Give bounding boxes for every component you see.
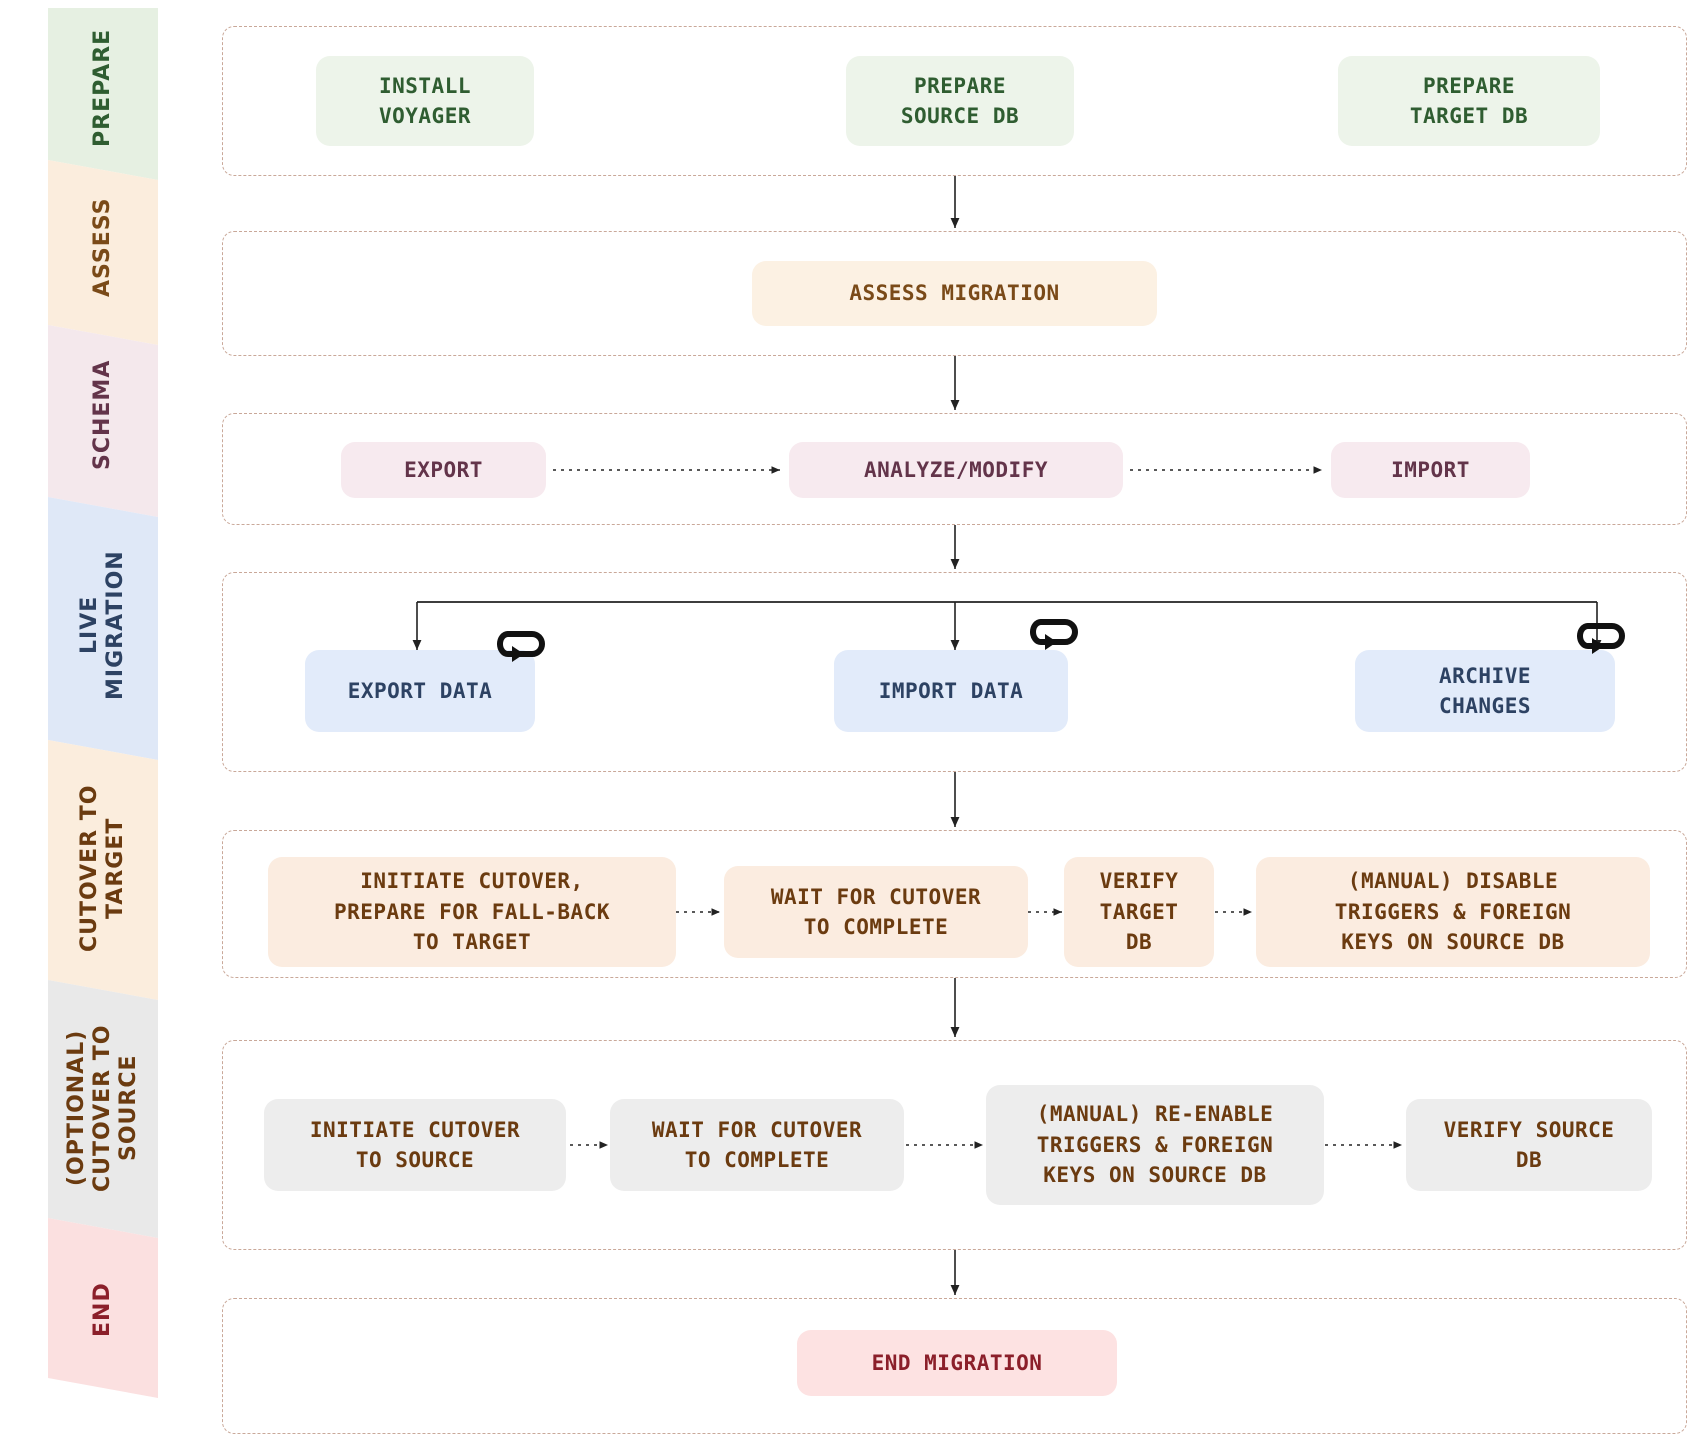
band-label-end: END — [90, 1282, 116, 1338]
band-label-live: LIVE MIGRATION — [77, 550, 128, 700]
node-schema-export[interactable]: EXPORT — [341, 442, 546, 498]
node-import-data[interactable]: IMPORT DATA — [834, 650, 1068, 732]
loop-repeat-icon-archive-changes — [1577, 623, 1625, 654]
band-label-prepare: PREPARE — [90, 28, 116, 148]
band-shape-prepare — [48, 8, 158, 180]
phase-row-assess — [222, 231, 1687, 356]
node-initiate-cutover-to-source[interactable]: INITIATE CUTOVER TO SOURCE — [264, 1099, 566, 1191]
band-shape-schema — [48, 325, 158, 517]
node-disable-triggers[interactable]: (MANUAL) DISABLE TRIGGERS & FOREIGN KEYS… — [1256, 857, 1650, 967]
node-verify-source-db[interactable]: VERIFY SOURCE DB — [1406, 1099, 1652, 1191]
phase-row-live — [222, 572, 1687, 772]
band-shape-assess — [48, 160, 158, 345]
band-label-cutover-source: (OPTIONAL) CUTOVER TO SOURCE — [64, 1024, 141, 1192]
node-assess-migration[interactable]: ASSESS MIGRATION — [752, 261, 1157, 326]
node-prepare-source-db[interactable]: PREPARE SOURCE DB — [846, 56, 1074, 146]
node-schema-analyze-modify[interactable]: ANALYZE/MODIFY — [789, 442, 1123, 498]
loop-repeat-icon-export-data — [497, 631, 545, 662]
node-archive-changes[interactable]: ARCHIVE CHANGES — [1355, 650, 1615, 732]
node-export-data[interactable]: EXPORT DATA — [305, 650, 535, 732]
band-shape-cutover-target — [48, 740, 158, 1000]
phase-row-schema — [222, 413, 1687, 525]
node-install-voyager[interactable]: INSTALL VOYAGER — [316, 56, 534, 146]
band-label-schema: SCHEMA — [90, 359, 116, 471]
loop-repeat-icon-import-data — [1030, 619, 1078, 650]
band-shape-live — [48, 497, 158, 760]
band-shape-cutover-source — [48, 980, 158, 1238]
phase-row-prepare — [222, 26, 1687, 176]
node-wait-for-cutover-source[interactable]: WAIT FOR CUTOVER TO COMPLETE — [610, 1099, 904, 1191]
band-label-cutover-target: CUTOVER TO TARGET — [77, 784, 128, 952]
node-prepare-target-db[interactable]: PREPARE TARGET DB — [1338, 56, 1600, 146]
phase-row-cutover-source — [222, 1040, 1687, 1250]
node-end-migration[interactable]: END MIGRATION — [797, 1330, 1117, 1396]
node-wait-for-cutover-target[interactable]: WAIT FOR CUTOVER TO COMPLETE — [724, 866, 1028, 958]
node-initiate-cutover-to-target[interactable]: INITIATE CUTOVER, PREPARE FOR FALL-BACK … — [268, 857, 676, 967]
band-label-assess: ASSESS — [90, 197, 116, 298]
node-schema-import[interactable]: IMPORT — [1331, 442, 1530, 498]
node-re-enable-triggers[interactable]: (MANUAL) RE-ENABLE TRIGGERS & FOREIGN KE… — [986, 1085, 1324, 1205]
band-shape-end — [48, 1218, 158, 1398]
phase-row-cutover-target — [222, 830, 1687, 978]
migration-flow-diagram: PREPARE ASSESS SCHEMA LIVE MIGRATION CUT… — [48, 8, 1687, 1434]
phase-band-strip — [48, 8, 158, 1398]
node-verify-target-db[interactable]: VERIFY TARGET DB — [1064, 857, 1214, 967]
